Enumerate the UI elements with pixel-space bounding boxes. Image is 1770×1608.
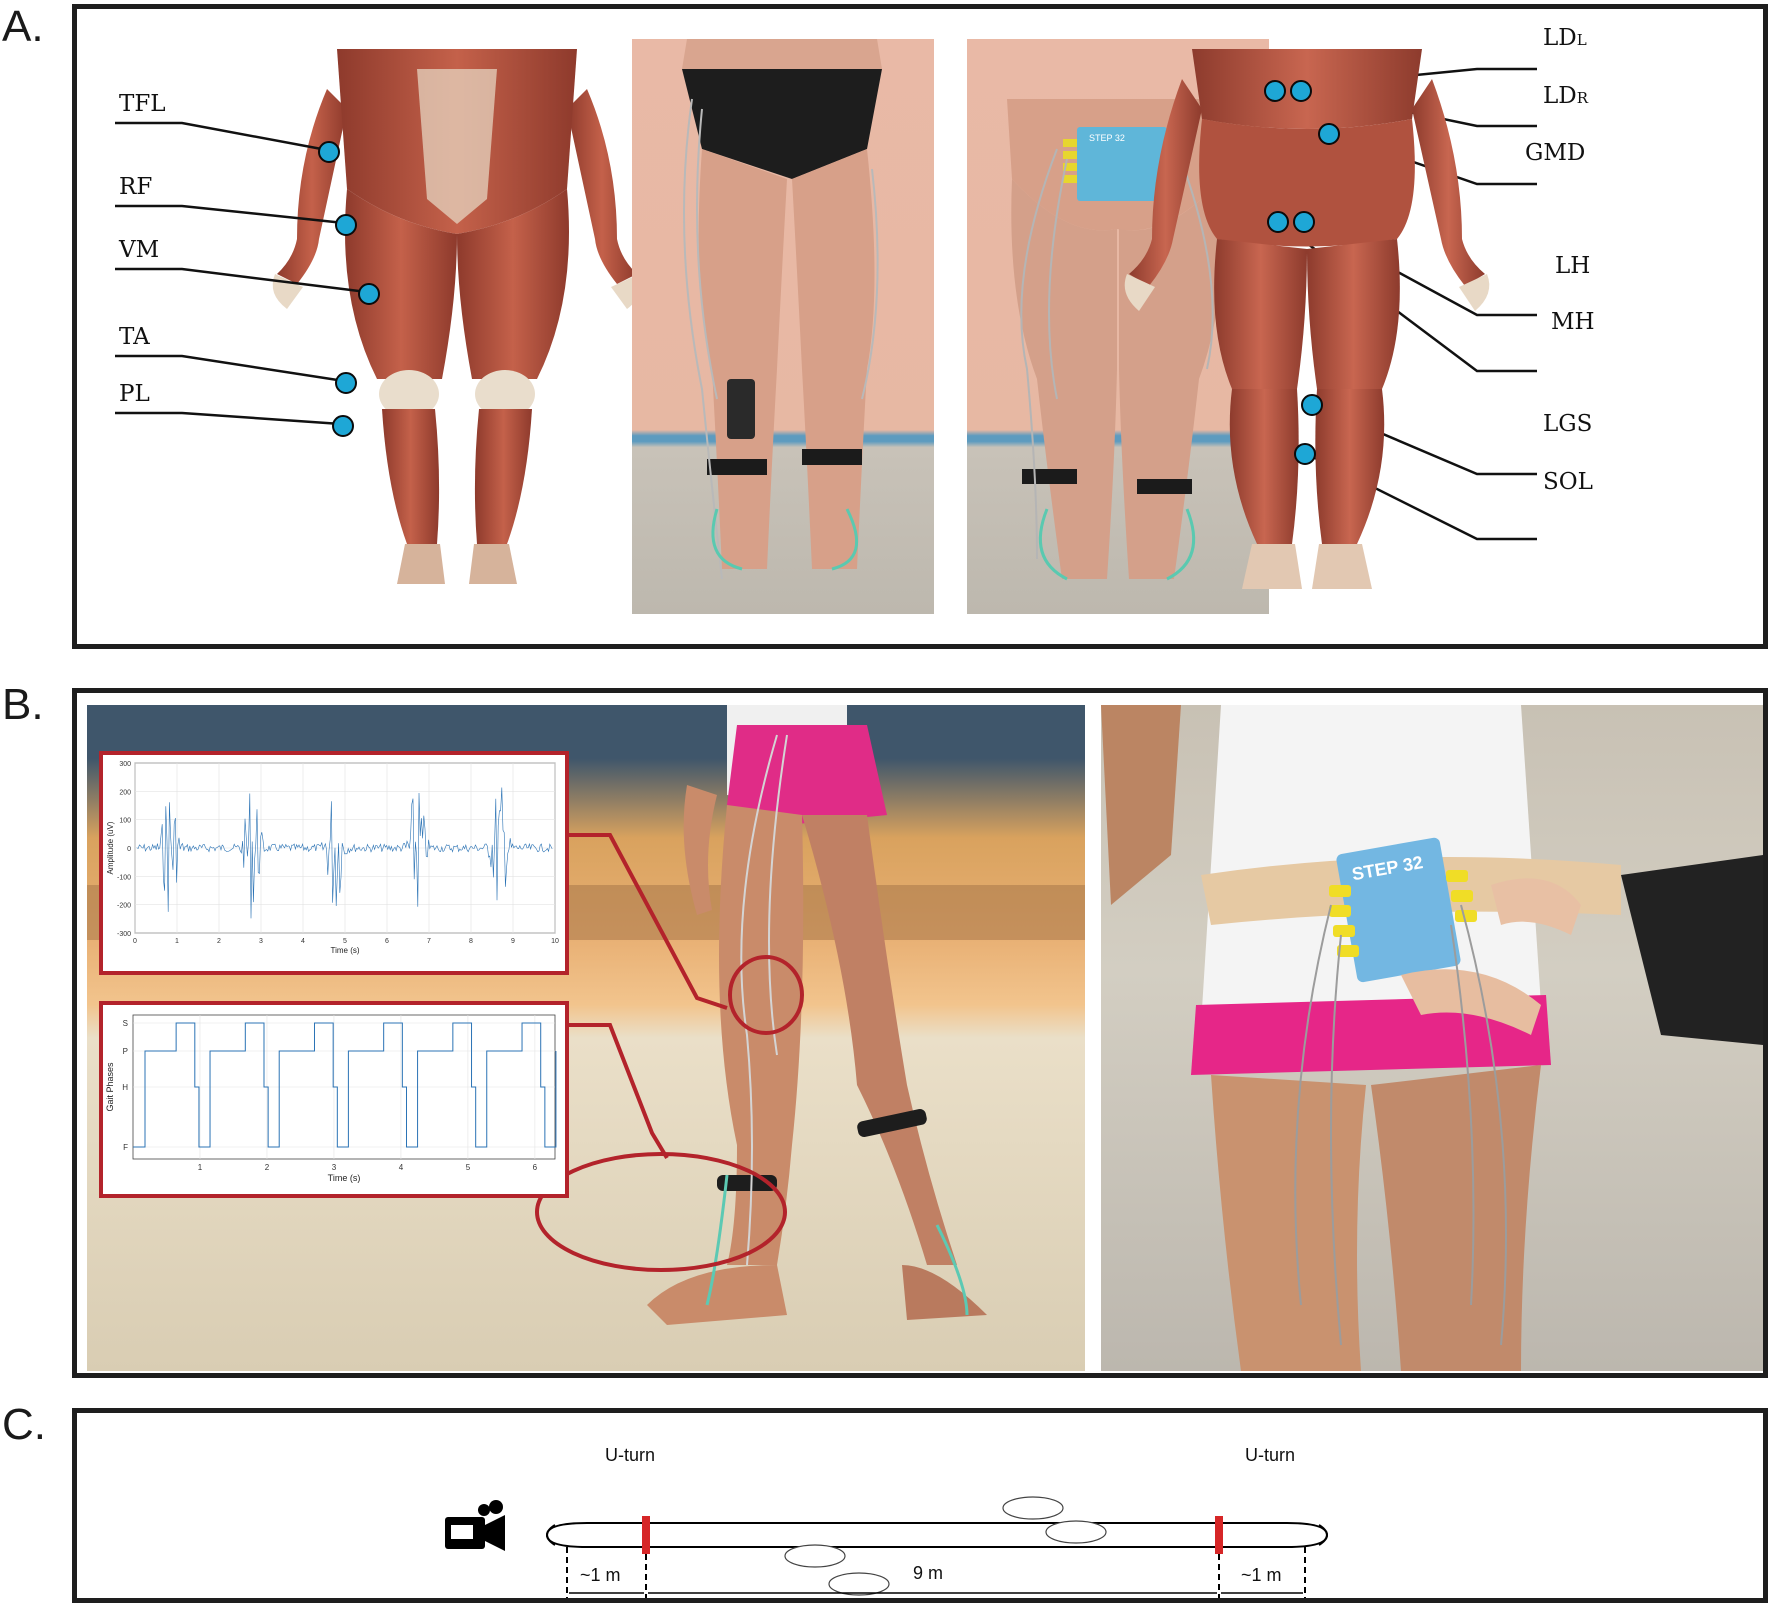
marker-tfl bbox=[318, 141, 340, 163]
gait-ylabel: Gait Phases bbox=[105, 1062, 115, 1112]
video-camera-icon bbox=[445, 1500, 505, 1551]
distance-center-label: 9 m bbox=[913, 1563, 944, 1583]
emg-ytick: -300 bbox=[117, 931, 131, 938]
marker-ld-right bbox=[1290, 80, 1312, 102]
label-ld-right-sub: R bbox=[1576, 89, 1589, 107]
uturn-left-label: U-turn bbox=[605, 1445, 656, 1465]
gait-xtick: 5 bbox=[466, 1163, 471, 1172]
marker-ld-left bbox=[1264, 80, 1286, 102]
emg-xtick: 8 bbox=[469, 938, 473, 945]
panel-label-c: C. bbox=[2, 1400, 46, 1449]
gait-ytick: F bbox=[123, 1143, 128, 1152]
gait-ytick: P bbox=[123, 1047, 128, 1056]
emg-ytick: -100 bbox=[117, 874, 131, 881]
label-ld-left-main: LD bbox=[1543, 25, 1577, 51]
label-ld-right: LDR bbox=[1543, 83, 1588, 109]
marker-gmd bbox=[1318, 123, 1340, 145]
marker-vm bbox=[358, 283, 380, 305]
emg-ylabel: Amplitude (uV) bbox=[106, 821, 115, 874]
emg-ytick: 0 bbox=[127, 846, 131, 853]
start-marker bbox=[642, 1516, 650, 1554]
emg-signal bbox=[136, 787, 553, 919]
panel-a-frame: TFL RF VM TA PL bbox=[72, 4, 1768, 649]
end-marker bbox=[1215, 1516, 1223, 1554]
gait-ytick: S bbox=[123, 1019, 128, 1028]
label-ta: TA bbox=[119, 324, 150, 350]
belt-photo: STEP 32 bbox=[1101, 705, 1763, 1371]
posterior-muscle-figure bbox=[1124, 49, 1490, 589]
emg-xtick: 1 bbox=[175, 938, 179, 945]
label-ld-left-sub: L bbox=[1576, 31, 1587, 49]
uturn-right-label: U-turn bbox=[1245, 1445, 1296, 1465]
label-lh: LH bbox=[1555, 253, 1591, 279]
emg-xtick: 9 bbox=[511, 938, 515, 945]
gait-xlabel: Time (s) bbox=[328, 1173, 361, 1183]
emg-xtick: 6 bbox=[385, 938, 389, 945]
emg-xtick: 4 bbox=[301, 938, 305, 945]
marker-lh bbox=[1267, 211, 1289, 233]
gait-xtick: 2 bbox=[265, 1163, 270, 1172]
gait-signal bbox=[133, 1022, 557, 1148]
emg-xlabel: Time (s) bbox=[330, 946, 359, 955]
label-mh: MH bbox=[1551, 309, 1595, 335]
marker-sol bbox=[1294, 443, 1316, 465]
panel-c-frame: U-turn U-turn ~1 m 9 m ~1 m bbox=[72, 1408, 1768, 1603]
marker-rf bbox=[335, 214, 357, 236]
emg-ytick: 100 bbox=[119, 818, 131, 825]
marker-mh bbox=[1293, 211, 1315, 233]
gait-xtick: 3 bbox=[332, 1163, 337, 1172]
emg-ytick: 200 bbox=[119, 789, 131, 796]
gait-ytick: H bbox=[122, 1083, 128, 1092]
emg-xtick: 7 bbox=[427, 938, 431, 945]
label-vm: VM bbox=[119, 237, 160, 263]
label-gmd: GMD bbox=[1525, 140, 1586, 166]
label-lgs: LGS bbox=[1543, 411, 1593, 437]
label-ld-left: LDL bbox=[1543, 25, 1587, 51]
walkway-diagram bbox=[445, 1496, 1329, 1598]
gait-xtick: 6 bbox=[533, 1163, 538, 1172]
marker-ta bbox=[335, 372, 357, 394]
emg-xtick: 2 bbox=[217, 938, 221, 945]
label-sol: SOL bbox=[1543, 469, 1593, 495]
label-ld-right-main: LD bbox=[1543, 83, 1577, 109]
label-tfl: TFL bbox=[119, 91, 166, 117]
highlight-connectors bbox=[535, 833, 804, 1272]
panel-label-b: B. bbox=[2, 680, 44, 729]
anterior-muscle-figure bbox=[272, 49, 642, 584]
gait-xtick: 4 bbox=[399, 1163, 404, 1172]
emg-xtick: 0 bbox=[133, 938, 137, 945]
emg-xtick: 3 bbox=[259, 938, 263, 945]
gait-xtick: 1 bbox=[198, 1163, 203, 1172]
emg-ytick: 300 bbox=[119, 761, 131, 768]
emg-xtick: 5 bbox=[343, 938, 347, 945]
marker-lgs bbox=[1301, 394, 1323, 416]
label-rf: RF bbox=[119, 174, 153, 200]
label-pl: PL bbox=[119, 381, 150, 407]
step32-device bbox=[1336, 837, 1461, 983]
distance-left-label: ~1 m bbox=[580, 1565, 621, 1585]
panel-label-a: A. bbox=[2, 2, 44, 51]
emg-xtick: 10 bbox=[551, 938, 559, 945]
distance-right-label: ~1 m bbox=[1241, 1565, 1282, 1585]
electrode-photo-front bbox=[632, 39, 934, 614]
footprint-icons bbox=[784, 1496, 1107, 1596]
marker-pl bbox=[332, 415, 354, 437]
step32-label-a: STEP 32 bbox=[1089, 133, 1125, 143]
emg-ytick: -200 bbox=[117, 903, 131, 910]
